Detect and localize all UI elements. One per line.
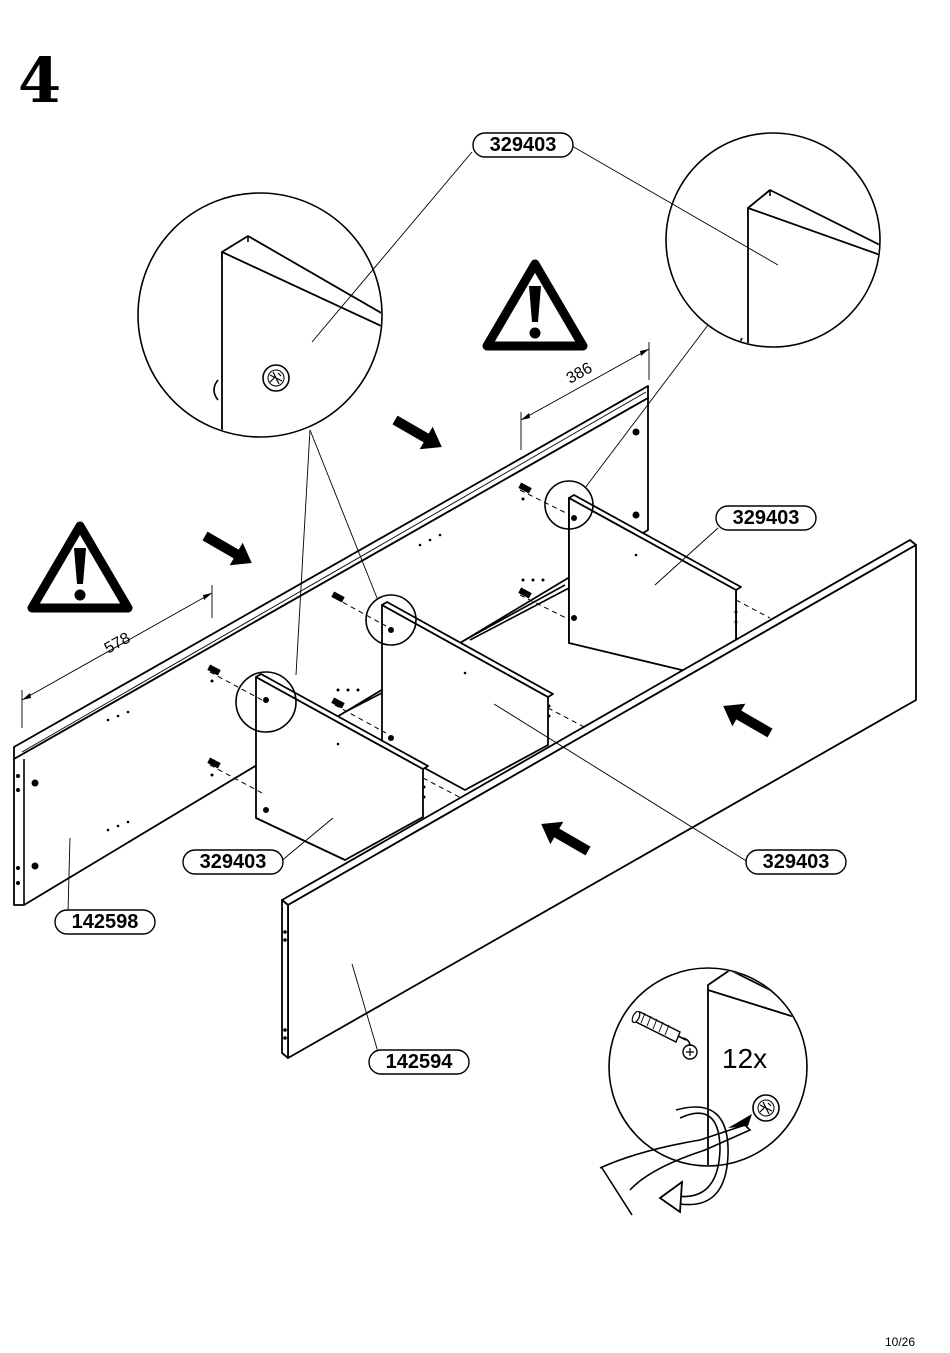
divider-panel-middle	[381, 584, 566, 791]
cam-lock-icon	[752, 1094, 780, 1122]
part-number: 329403	[733, 507, 800, 529]
part-label-right-divider: 329403	[654, 505, 817, 586]
detail-circle-screwdriver	[599, 967, 808, 1216]
divider-panel-right	[568, 494, 742, 673]
detail-circle-flush-edge	[665, 132, 881, 348]
part-number: 142598	[72, 911, 139, 933]
floor-line	[469, 587, 570, 641]
screw-icon	[207, 482, 738, 799]
divider-panel-left	[255, 673, 429, 861]
highlight-circle	[544, 480, 594, 530]
part-label-front-panel: 142594	[351, 963, 470, 1075]
front-panel	[281, 539, 917, 1059]
warning-icon	[482, 259, 588, 351]
hardware-quantity: 12x	[722, 1043, 767, 1074]
step-number: 4	[18, 44, 61, 117]
leader-line	[309, 429, 378, 599]
part-number: 142594	[386, 1051, 454, 1073]
highlight-circle	[235, 671, 297, 733]
push-arrow-icon	[202, 415, 773, 856]
floor-line	[344, 692, 383, 713]
dimension-right-label: 386	[564, 360, 596, 388]
highlight-circle	[365, 594, 417, 646]
part-label-back-panel: 142598	[54, 837, 156, 935]
cam-lock-icon	[262, 364, 290, 392]
back-panel	[13, 385, 649, 906]
page-number: 10/26	[885, 1335, 915, 1349]
part-label-left-divider: 329403	[182, 817, 334, 875]
leader-line	[295, 429, 311, 676]
part-number: 329403	[763, 851, 830, 873]
part-label-top: 329403	[311, 132, 779, 343]
screw-icon	[631, 1010, 698, 1060]
warning-icon	[27, 521, 133, 613]
dimension-left-label: 578	[102, 630, 134, 658]
leader-line	[584, 324, 709, 489]
part-number: 329403	[200, 851, 267, 873]
part-number: 329403	[490, 134, 557, 156]
screwdriver-icon	[599, 1114, 752, 1216]
rotation-arrow-icon	[658, 1106, 729, 1214]
part-label-middle-divider: 329403	[493, 703, 847, 875]
detail-circle-cam-lock	[137, 192, 383, 438]
